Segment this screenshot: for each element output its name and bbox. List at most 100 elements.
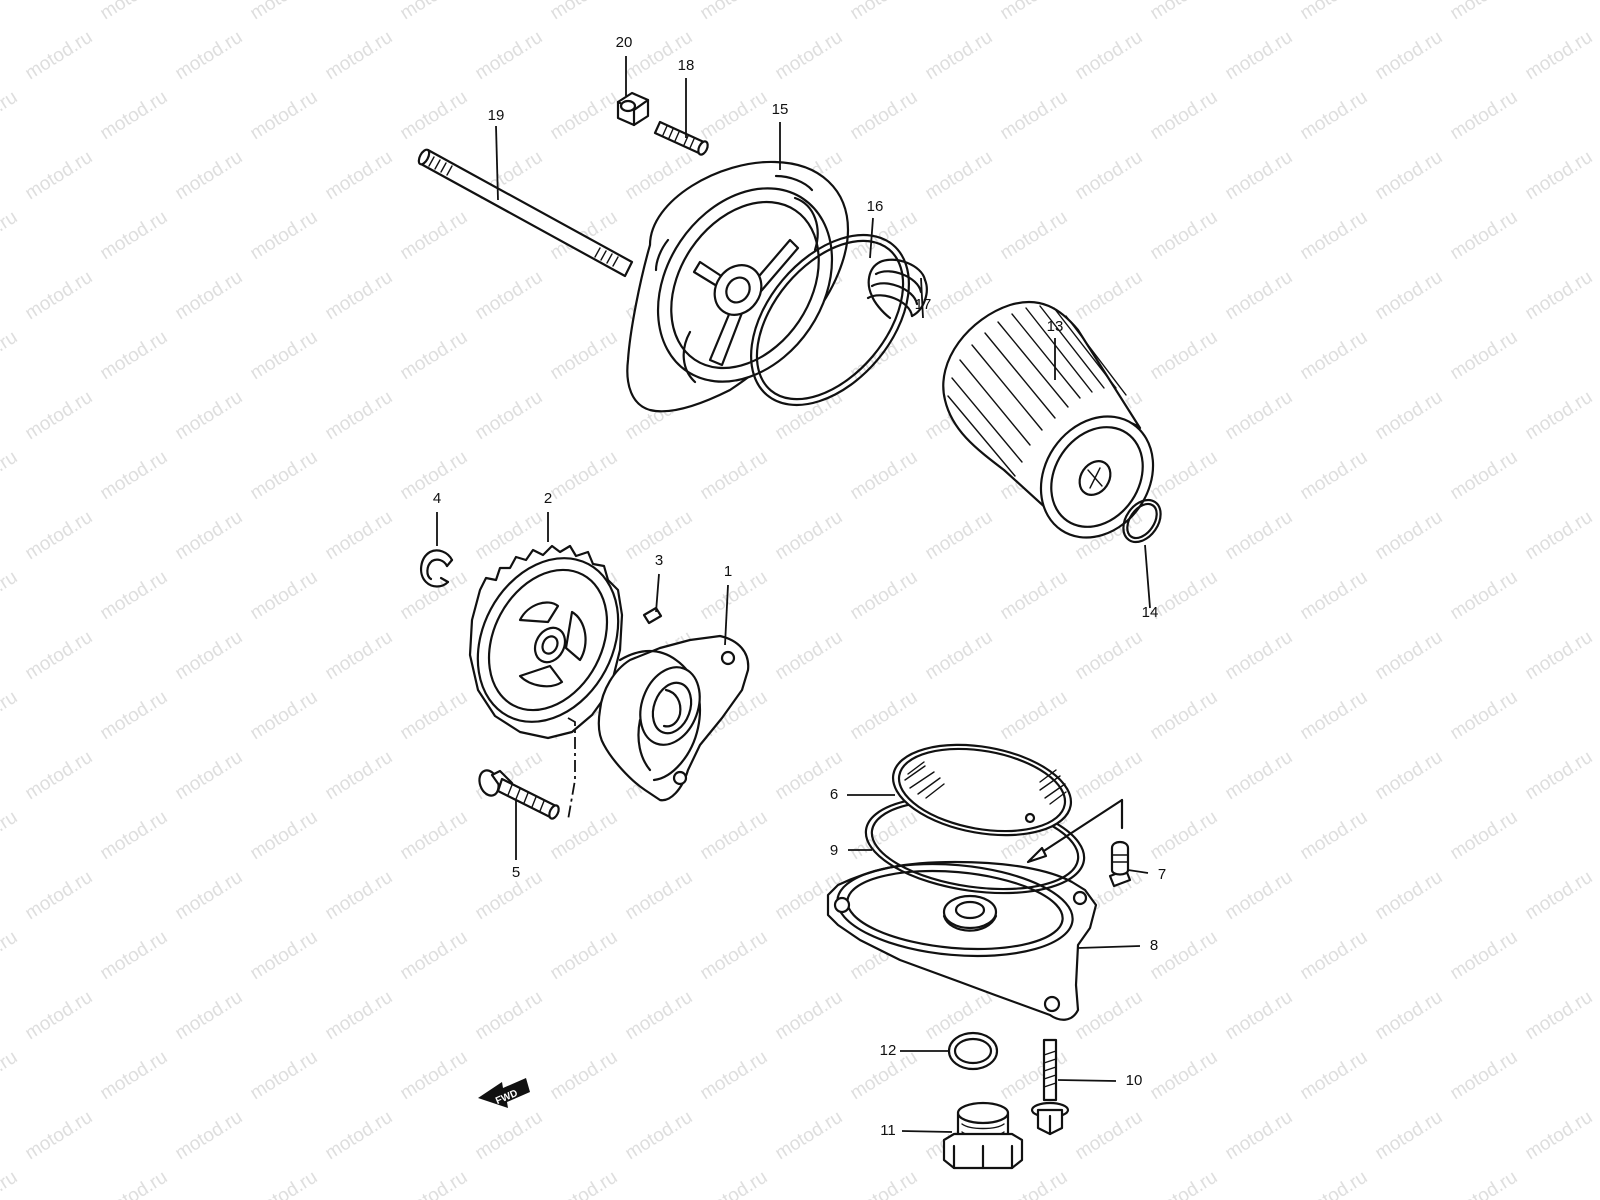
leader-lines	[436, 56, 1151, 1133]
watermark-text: motod.ru	[1222, 27, 1297, 85]
alignment-line	[567, 717, 576, 821]
watermark-text: motod.ru	[322, 27, 397, 85]
direction-arrow	[1026, 798, 1124, 864]
watermark-text: motod.ru	[1147, 927, 1222, 985]
watermark-text: motod.ru	[772, 987, 847, 1045]
watermark-text: motod.ru	[997, 0, 1072, 24]
watermark-text: motod.ru	[697, 1047, 772, 1105]
watermark-text: motod.ru	[322, 627, 397, 685]
watermark-text: motod.ru	[1372, 387, 1447, 445]
callout-19: 19	[488, 107, 505, 124]
watermark-text: motod.ru	[1072, 1107, 1147, 1165]
watermark-text: motod.ru	[1372, 147, 1447, 205]
watermark-text: motod.ru	[847, 447, 922, 505]
watermark-text: motod.ru	[547, 447, 622, 505]
watermark-text: motod.ru	[1297, 687, 1372, 745]
watermark-text: motod.ru	[97, 687, 172, 745]
watermark-text: motod.ru	[1597, 447, 1600, 505]
watermark-text: motod.ru	[697, 1167, 772, 1200]
watermark-text: motod.ru	[322, 507, 397, 565]
watermark-text: motod.ru	[0, 1167, 21, 1200]
callout-2: 2	[544, 490, 552, 507]
watermark-text: motod.ru	[772, 507, 847, 565]
watermark-text: motod.ru	[0, 327, 21, 385]
watermark-text: motod.ru	[0, 0, 21, 24]
watermark-text: motod.ru	[97, 807, 172, 865]
watermark-text: motod.ru	[397, 807, 472, 865]
watermark-text: motod.ru	[97, 927, 172, 985]
watermark-text: motod.ru	[547, 1167, 622, 1200]
watermark-text: motod.ru	[1147, 1167, 1222, 1200]
watermark-text: motod.ru	[472, 987, 547, 1045]
watermark-text: motod.ru	[1147, 0, 1222, 24]
watermark-text: motod.ru	[997, 567, 1072, 625]
part-4-circlip	[420, 549, 454, 588]
watermark-text: motod.ru	[1522, 507, 1597, 565]
watermark-text: motod.ru	[22, 27, 97, 85]
watermark-text: motod.ru	[1297, 87, 1372, 145]
callout-4: 4	[433, 490, 441, 507]
watermark-text: motod.ru	[1597, 567, 1600, 625]
watermark-text: motod.ru	[1372, 507, 1447, 565]
watermark-text: motod.ru	[247, 1167, 322, 1200]
watermark-text: motod.ru	[1447, 447, 1522, 505]
watermark-text: motod.ru	[1447, 207, 1522, 265]
watermark-text: motod.ru	[247, 0, 322, 24]
watermark-text: motod.ru	[1297, 207, 1372, 265]
watermark-text: motod.ru	[1297, 447, 1372, 505]
watermark-text: motod.ru	[1147, 207, 1222, 265]
watermark-text: motod.ru	[1072, 267, 1147, 325]
watermark-text: motod.ru	[1147, 1047, 1222, 1105]
watermark-text: motod.ru	[22, 507, 97, 565]
watermark-text: motod.ru	[247, 1047, 322, 1105]
watermark-text: motod.ru	[1522, 1107, 1597, 1165]
watermark-text: motod.ru	[397, 1167, 472, 1200]
watermark-text: motod.ru	[1447, 1167, 1522, 1200]
part-19-long-stud	[417, 148, 634, 278]
callout-16: 16	[867, 198, 884, 215]
watermark-text: motod.ru	[1297, 567, 1372, 625]
watermark-text: motod.ru	[1522, 627, 1597, 685]
watermark-text: motod.ru	[97, 207, 172, 265]
watermark-text: motod.ru	[1447, 927, 1522, 985]
watermark-text: motod.ru	[1072, 147, 1147, 205]
watermark-text: motod.ru	[1447, 87, 1522, 145]
watermark-text: motod.ru	[322, 267, 397, 325]
watermark-text: motod.ru	[1447, 567, 1522, 625]
watermark-text: motod.ru	[1597, 1047, 1600, 1105]
part-5-bolt	[478, 769, 560, 820]
watermark-text: motod.ru	[0, 807, 21, 865]
part-17-spring	[866, 258, 928, 320]
watermark-text: motod.ru	[1222, 267, 1297, 325]
callout-9: 9	[830, 842, 838, 859]
watermark-text: motod.ru	[1597, 927, 1600, 985]
part-7-plug-bolt	[1108, 840, 1132, 888]
part-18-short-stud	[653, 120, 709, 156]
watermark-text: motod.ru	[847, 1167, 922, 1200]
watermark-text: motod.ru	[0, 687, 21, 745]
callout-20: 20	[616, 34, 633, 51]
watermark-text: motod.ru	[1372, 267, 1447, 325]
watermark-text: motod.ru	[1447, 0, 1522, 24]
callout-17: 17	[915, 296, 932, 313]
watermark-text: motod.ru	[772, 627, 847, 685]
watermark-text: motod.ru	[1372, 627, 1447, 685]
watermark-text: motod.ru	[247, 447, 322, 505]
watermark-text: motod.ru	[322, 867, 397, 925]
watermark-text: motod.ru	[847, 87, 922, 145]
part-11-drain-plug	[942, 1101, 1024, 1170]
watermark-text: motod.ru	[0, 207, 21, 265]
watermark-text: motod.ru	[22, 387, 97, 445]
watermark-text: motod.ru	[547, 927, 622, 985]
part-3-pin	[642, 606, 663, 625]
watermark-text: motod.ru	[172, 987, 247, 1045]
watermark-text: motod.ru	[1222, 867, 1297, 925]
callout-15: 15	[772, 101, 789, 118]
watermark-text: motod.ru	[397, 207, 472, 265]
watermark-text: motod.ru	[997, 1047, 1072, 1105]
watermark-text: motod.ru	[622, 27, 697, 85]
watermark-text: motod.ru	[922, 627, 997, 685]
watermark-text: motod.ru	[472, 27, 547, 85]
callout-11: 11	[880, 1122, 896, 1139]
